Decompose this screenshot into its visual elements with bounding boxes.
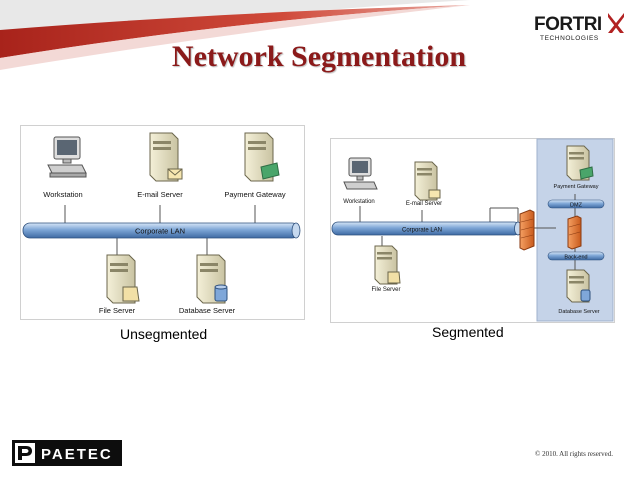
workstation-icon [47, 136, 87, 178]
firewall-icon [567, 215, 582, 250]
header-banner [0, 0, 470, 70]
payment-gateway-label: Payment Gateway [224, 190, 286, 199]
segmented-diagram: Corporate LAN DMZ Back-end Workstation [330, 138, 615, 323]
svg-text:TECHNOLOGIES: TECHNOLOGIES [540, 35, 599, 42]
firewall-icon [519, 209, 535, 251]
fortrix-logo: FORTRI TECHNOLOGIES [534, 13, 624, 42]
slide-title: Network Segmentation [171, 40, 467, 73]
corporate-lan-pipe [22, 222, 301, 239]
payment-gateway-icon [244, 132, 280, 182]
payment-gateway-icon [566, 145, 594, 181]
backend-label: Back-end [564, 255, 587, 261]
file-server-label: File Server [99, 306, 136, 315]
unsegmented-diagram: Corporate LAN Workstation E-mail Server … [20, 125, 305, 320]
backend-segment [547, 251, 605, 261]
workstation-label: Workstation [43, 190, 82, 199]
workstation-label: Workstation [343, 199, 375, 205]
lan-label: Corporate LAN [402, 228, 442, 234]
workstation-icon [343, 157, 378, 190]
dmz-label: DMZ [570, 203, 583, 209]
email-server-icon [149, 132, 183, 182]
database-server-icon [196, 254, 228, 304]
svg-text:FORTRI: FORTRI [534, 14, 602, 35]
lan-label: Corporate LAN [135, 227, 185, 236]
file-server-label: File Server [371, 287, 400, 293]
dmz-segment [547, 199, 605, 209]
file-server-icon [106, 254, 140, 304]
segmented-caption: Segmented [432, 324, 504, 340]
paetec-logo: PAETEC [12, 440, 122, 466]
file-server-icon [374, 245, 401, 285]
database-server-icon [566, 269, 591, 303]
database-server-label: Database Server [179, 306, 236, 315]
paetec-wordmark: PAETEC [41, 446, 113, 463]
email-server-label: E-mail Server [406, 201, 442, 207]
email-server-icon [414, 161, 441, 201]
database-server-label: Database Server [558, 309, 599, 315]
email-server-label: E-mail Server [137, 190, 183, 199]
copyright-notice: © 2010. All rights reserved. [535, 450, 614, 458]
payment-gateway-label: Payment Gateway [554, 184, 599, 190]
unsegmented-caption: Unsegmented [120, 326, 208, 342]
